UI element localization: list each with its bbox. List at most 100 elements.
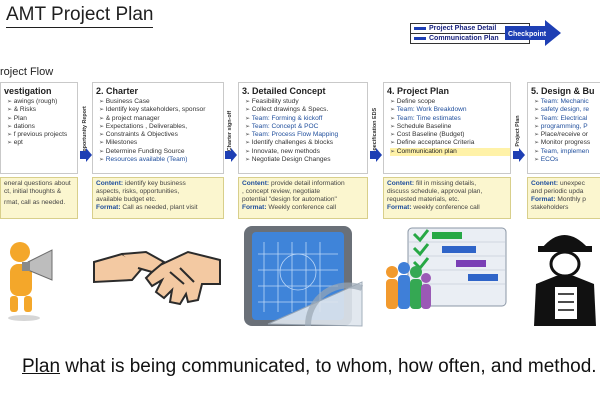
list-item: Define acceptance Criteria: [390, 139, 510, 147]
content-text: available budget etc.: [96, 196, 157, 203]
communication-band-design-build: Content: unexpec and periodic upda Forma…: [527, 177, 600, 219]
legend-phase-detail-label: Project Phase Detail: [429, 25, 497, 32]
checkpoint-label: Checkpoint: [508, 31, 547, 38]
list-item: Plan: [7, 115, 77, 123]
content-text: and periodic upda: [531, 188, 584, 195]
legend-swatch-icon: [414, 36, 426, 40]
content-text: aspects, risks, opportunities,: [96, 188, 180, 195]
list-item: Constraints & Objectives: [99, 131, 223, 139]
phase-project-plan: 4. Project Plan Define scope Team: Work …: [383, 82, 511, 174]
phase-detail-list: awings (rough) & Risks Plan dations f pr…: [1, 98, 77, 148]
content-label: Content:: [242, 180, 270, 187]
content-label: Content:: [531, 180, 559, 187]
list-item: safety design, re: [534, 106, 600, 114]
gate-project-plan: Project Plan: [514, 88, 523, 174]
list-item: Team: Work Breakdown: [390, 106, 510, 114]
list-item: & Risks: [7, 106, 77, 114]
caption-lead: Plan: [22, 356, 61, 377]
phase-detail-list: Feasibility study Collect drawings & Spe…: [239, 98, 367, 164]
phase-detail-list: Define scope Team: Work Breakdown Team: …: [384, 98, 510, 157]
list-item: Team: Time estimates: [390, 115, 510, 123]
list-item: Schedule Baseline: [390, 123, 510, 131]
caption: Plan what is being communicated, to whom…: [22, 356, 597, 378]
list-item: Innovate, new methods: [245, 148, 367, 156]
phase-detailed-concept: 3. Detailed Concept Feasibility study Co…: [238, 82, 368, 174]
content-text: identify key business: [124, 180, 186, 187]
gate-arrow-icon: [80, 148, 92, 162]
engineer-hardhat-icon: [534, 235, 596, 326]
content-text: eneral questions about: [4, 180, 71, 187]
list-item: Feasibility study: [245, 98, 367, 106]
format-text: Weekly conference call: [268, 204, 337, 211]
list-item: Resources available (Team): [99, 156, 223, 164]
phase-title: 5. Design & Bu: [531, 86, 595, 96]
list-item: Place/receive or: [534, 131, 600, 139]
list-item: Team: Process Flow Mapping: [245, 131, 367, 139]
list-item: Monitor progress: [534, 139, 600, 147]
phase-detail-list: Business Case Identify key stakeholders,…: [93, 98, 223, 164]
handshake-icon: [93, 250, 221, 306]
format-label: Format:: [531, 196, 556, 203]
list-item: Team: Mechanic: [534, 98, 600, 106]
content-text: fill in missing details,: [415, 180, 477, 187]
gate-arrow-icon: [225, 148, 237, 162]
content-text: potential "design for automation": [242, 196, 337, 203]
phase-title: vestigation: [4, 86, 52, 96]
list-item: Expectations , Deliverables,: [99, 123, 223, 131]
list-item: Communication plan: [390, 147, 510, 157]
communication-band-project-plan: Content: fill in missing details, discus…: [383, 177, 511, 219]
page-title: AMT Project Plan: [6, 4, 154, 28]
legend-communication-plan-label: Communication Plan: [429, 35, 499, 42]
list-item: Identify key stakeholders, sponsor: [99, 106, 223, 114]
megaphone-person-icon: [8, 242, 53, 321]
communication-band-detailed-concept: Content: provide detail information , co…: [238, 177, 368, 219]
content-text: requested materials, etc.: [387, 196, 460, 203]
list-item: Business Case: [99, 98, 223, 106]
legend-swatch-icon: [414, 26, 426, 30]
list-item: & project manager: [99, 115, 223, 123]
phase-charter: 2. Charter Business Case Identify key st…: [92, 82, 224, 174]
project-flow-label: roject Flow: [0, 66, 54, 78]
content-text: , concept review, negotiate: [242, 188, 321, 195]
list-item: programming, P: [534, 123, 600, 131]
phase-title: 2. Charter: [96, 86, 139, 96]
content-label: Content:: [96, 180, 124, 187]
blueprint-tools-icon: [244, 226, 364, 327]
format-text: stakeholders: [531, 204, 569, 211]
list-item: Identify challenges & blocks: [245, 139, 367, 147]
format-label: Format:: [387, 204, 412, 211]
list-item: ept: [7, 139, 77, 147]
phase-detail-list: Team: Mechanic safety design, re Team: E…: [528, 98, 600, 164]
gate-specification-eds: Specification EDS: [371, 88, 380, 174]
checkpoint-arrow-icon: Checkpoint: [505, 20, 561, 46]
list-item: f previous projects: [7, 131, 77, 139]
format-label: Format:: [242, 204, 267, 211]
format-text: rmat, call as needed.: [4, 199, 66, 206]
list-item: Determine Funding Source: [99, 148, 223, 156]
list-item: Team: Electrical: [534, 115, 600, 123]
communication-band-investigation: eneral questions about ct, initial thoug…: [0, 177, 78, 219]
list-item: Milestones: [99, 139, 223, 147]
list-item: dations: [7, 123, 77, 131]
list-item: Collect drawings & Specs.: [245, 106, 367, 114]
list-item: Negotiate Design Changes: [245, 156, 367, 164]
list-item: Team: Forming & kickoff: [245, 115, 367, 123]
content-text: unexpec: [559, 180, 585, 187]
list-item: awings (rough): [7, 98, 77, 106]
gate-arrow-icon: [513, 148, 525, 162]
list-item: Team, implemen: [534, 148, 600, 156]
phase-title: 4. Project Plan: [387, 86, 450, 96]
gate-opportunity-report: Opportunity Report: [81, 88, 90, 174]
phase-design-build: 5. Design & Bu Team: Mechanic safety des…: [527, 82, 600, 174]
gate-arrow-icon: [370, 148, 382, 162]
list-item: Define scope: [390, 98, 510, 106]
phase-title: 3. Detailed Concept: [242, 86, 326, 96]
content-label: Content:: [387, 180, 415, 187]
phase-investigation: vestigation awings (rough) & Risks Plan …: [0, 82, 78, 174]
list-item: ECOs: [534, 156, 600, 164]
gate-charter-signoff: Charter sign-off: [226, 88, 235, 174]
list-item: Cost Baseline (Budget): [390, 131, 510, 139]
communication-band-charter: Content: identify key business aspects, …: [92, 177, 224, 219]
content-text: discuss schedule, approval plan,: [387, 188, 483, 195]
format-text: weekly conference call: [413, 204, 480, 211]
